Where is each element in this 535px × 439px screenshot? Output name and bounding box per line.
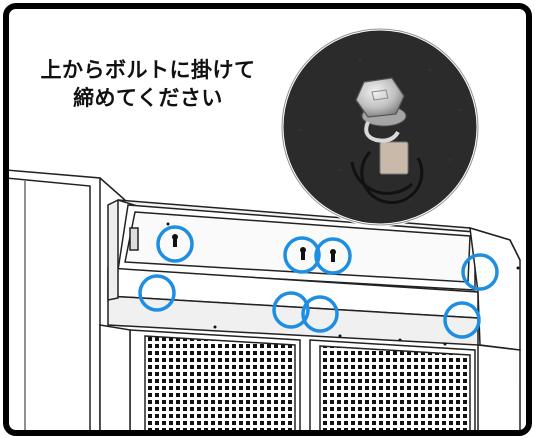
marker-8 [443, 301, 481, 339]
left-cabinet [6, 169, 126, 433]
keyhole-slots [166, 222, 520, 346]
top-rail [107, 198, 521, 351]
marker-2 [283, 236, 321, 274]
bolt-detail-callout [280, 27, 480, 227]
marker-1 [156, 225, 194, 263]
marker-4 [138, 274, 176, 312]
marker-3 [314, 237, 352, 275]
pegboard-panels [99, 324, 521, 433]
page-border [3, 3, 532, 436]
marker-7 [461, 253, 499, 291]
instruction-text: 上からボルトに掛けて 締めてください [28, 56, 268, 112]
marker-5 [272, 291, 310, 329]
keyhole-detail [360, 150, 424, 205]
bolt-position-markers [138, 225, 499, 339]
instruction-line-2: 締めてください [73, 86, 223, 110]
instruction-line-1: 上からボルトに掛けて [40, 58, 256, 82]
marker-6 [301, 295, 339, 333]
bolt-head-icon [355, 77, 405, 118]
